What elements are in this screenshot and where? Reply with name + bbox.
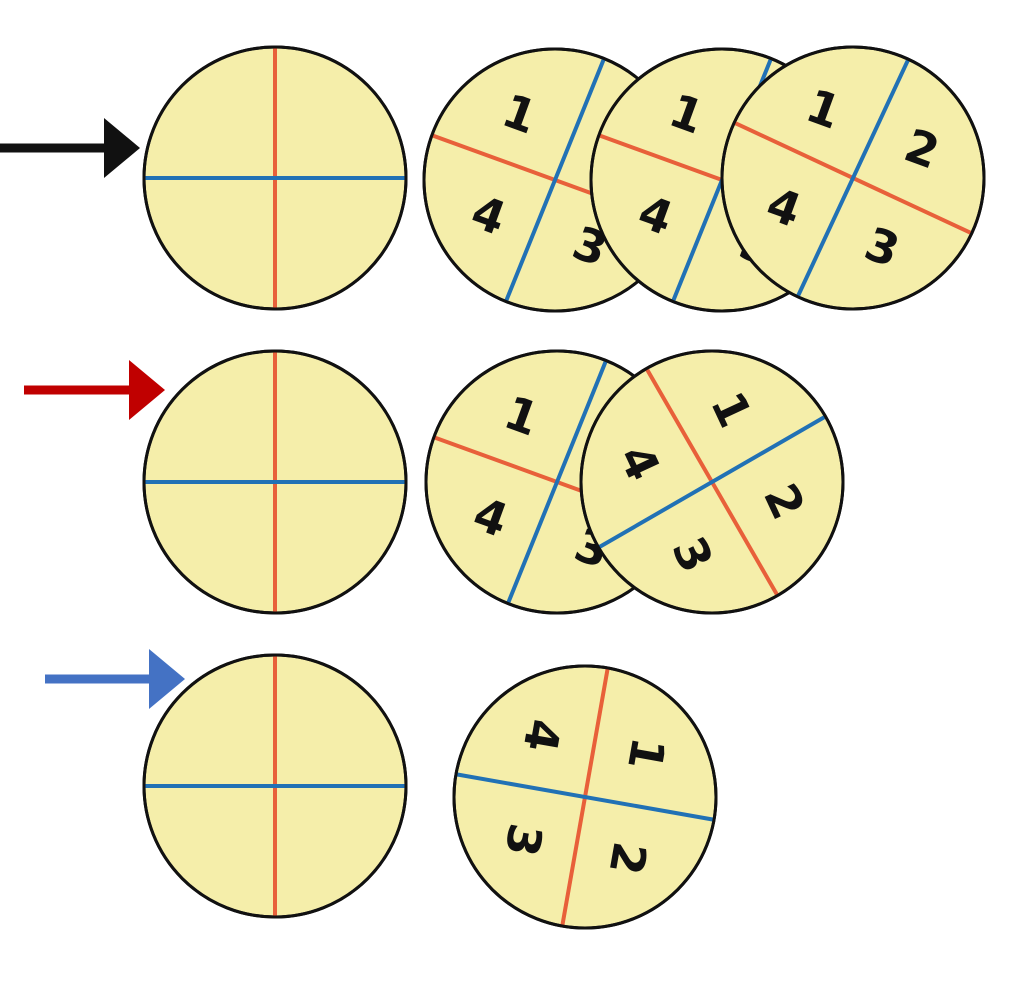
- disk-outline: [720, 45, 986, 311]
- blue-divider-line: [597, 414, 827, 550]
- disk-outline: [142, 653, 408, 919]
- blue-arrow-icon: [45, 649, 185, 709]
- blue-divider-line: [504, 57, 606, 303]
- arrow-head: [149, 649, 185, 709]
- blue-divider-line: [795, 58, 911, 298]
- disk-outline: [142, 45, 408, 311]
- disk-outline: [142, 349, 408, 615]
- reference-disk: [142, 45, 408, 311]
- blue-divider-line: [455, 772, 715, 822]
- arrow-head: [129, 360, 165, 420]
- blue-divider-line: [506, 359, 608, 605]
- red-arrow-icon: [24, 360, 165, 420]
- reference-disk: [142, 653, 408, 919]
- black-arrow-icon: [0, 118, 140, 178]
- arrow-head: [104, 118, 140, 178]
- disk-outline: [452, 664, 718, 930]
- reference-disk: [142, 349, 408, 615]
- disk-outline: [579, 349, 845, 615]
